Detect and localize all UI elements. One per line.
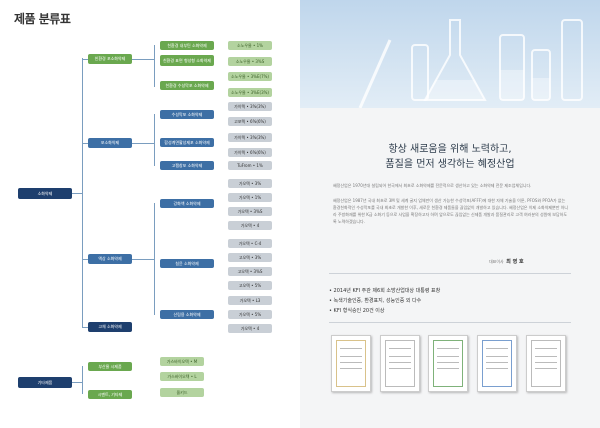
level1-solid: 고체 소화약제 [88, 322, 132, 332]
eco-item: 소노우물 • 3%E(3%) [228, 88, 272, 97]
liquid-item: 가오텍 • 1% [228, 193, 272, 202]
eco-item: 소노우물 • 3%S [228, 57, 272, 66]
level1-foam: 포소화약제 [88, 138, 132, 148]
liquid-item: 고오텍 • 3%S [228, 267, 272, 276]
liquid-child-1: 침윤 소화약제 [160, 259, 214, 268]
foam-child-0: 수성막포 소화약제 [160, 110, 214, 119]
intro-paragraph-1: 혜정산업은 1970년대 설립되어 한국에서 최초로 소화약제를 전문적으로 생… [333, 183, 532, 188]
other-item: 가스바이오텍 • L [160, 372, 204, 381]
foam-child-2: 고팽창포 소화약제 [160, 161, 214, 170]
other-child-2: 시멘트, 기타제 [88, 390, 132, 399]
liquid-item: 가오텍 • 3% [228, 179, 272, 188]
liquid-item: 가오텍 • 3%S [228, 207, 272, 216]
eco-item: 소노우물 • 1% [228, 41, 272, 50]
award-item: • 녹색기술인증, 환경표지, 성능인증 외 다수 [329, 298, 422, 304]
level1-liquid: 액상 소화약제 [88, 254, 132, 264]
lab-glassware-photo [300, 0, 600, 108]
eco-child-1: 친환경 표면 형성형 소화약제 [160, 55, 214, 66]
liquid-item: 가오텍 • L3 [228, 296, 272, 305]
foam-item: 가이텍 • 6%(6%) [228, 148, 272, 157]
ceo-signature: 대표이사 최 영 호 [489, 258, 524, 265]
foam-item: 고포텍 • 6%(6%) [228, 117, 272, 126]
signature-title: 대표이사 [489, 259, 504, 264]
foam-item: 가이텍 • 3%(3%) [228, 133, 272, 142]
certificate-image [477, 335, 517, 392]
other-child-0: 부산물 시제품 [88, 362, 132, 371]
liquid-item: 고오텍 • 3% [228, 253, 272, 262]
certificate-image [428, 335, 468, 392]
certificate-image [526, 335, 566, 392]
eco-child-0: 친환경 내부틴 소화약제 [160, 41, 214, 50]
eco-item: 소노우물 • 3%E(7%) [228, 72, 272, 81]
liquid-item: 가오텍 • 5% [228, 310, 272, 319]
foam-item: TuFrom • 1% [228, 161, 272, 170]
award-item: • KFI 형식승인 20건 이상 [329, 308, 385, 314]
other-item: 올키드 [160, 388, 204, 397]
liquid-item: 가오텍 • 4 [228, 221, 272, 230]
divider [329, 322, 571, 323]
certificate-image [380, 335, 420, 392]
liquid-child-2: 산림용 소화약제 [160, 310, 214, 319]
other-root-node: 기타제품 [18, 377, 72, 388]
certificate-image [331, 335, 371, 392]
page-title: 제품 분류표 [14, 12, 71, 26]
signature-name: 최 영 호 [506, 259, 524, 265]
foam-child-1: 합성계면활성제포 소화약제 [160, 138, 214, 147]
intro-heading-line1: 항상 새로움을 위해 노력하고, [388, 144, 512, 155]
other-item: 가스바이오텍 • M [160, 357, 204, 366]
award-item: • 2014년 KFI 주관 제6회 소방산업대상 대통령 표창 [329, 288, 441, 294]
liquid-item: 고오텍 • 5% [228, 281, 272, 290]
foam-item: 가이텍 • 3%(3%) [228, 102, 272, 111]
liquid-item: 가오텍 • 4 [228, 324, 272, 333]
intro-paragraph-2: 혜정산업은 1987년 국내 최초로 3M 및 세계 굴지 업체만이 생산 가능… [333, 198, 569, 224]
divider [329, 273, 571, 274]
awards-list: • 2014년 KFI 주관 제6회 소방산업대상 대통령 표창 • 녹색기술인… [329, 286, 440, 316]
root-node: 소화약제 [18, 188, 72, 199]
liquid-child-0: 강화액 소화약제 [160, 199, 214, 208]
product-classification-page: 제품 분류표 소화약제 친환경 포소화약제 포소화약제 액상 소화약제 고체 소… [14, 12, 272, 399]
intro-heading-line2: 품질을 먼저 생각하는 혜정산업 [385, 159, 515, 170]
company-intro-page: 항상 새로움을 위해 노력하고, 품질을 먼저 생각하는 혜정산업 혜정산업은 … [300, 0, 600, 428]
level1-eco-foam: 친환경 포소화약제 [88, 54, 132, 64]
eco-child-2: 친환경 수성막포 소화약제 [160, 81, 214, 90]
liquid-item: 가오텍 • C-4 [228, 239, 272, 248]
